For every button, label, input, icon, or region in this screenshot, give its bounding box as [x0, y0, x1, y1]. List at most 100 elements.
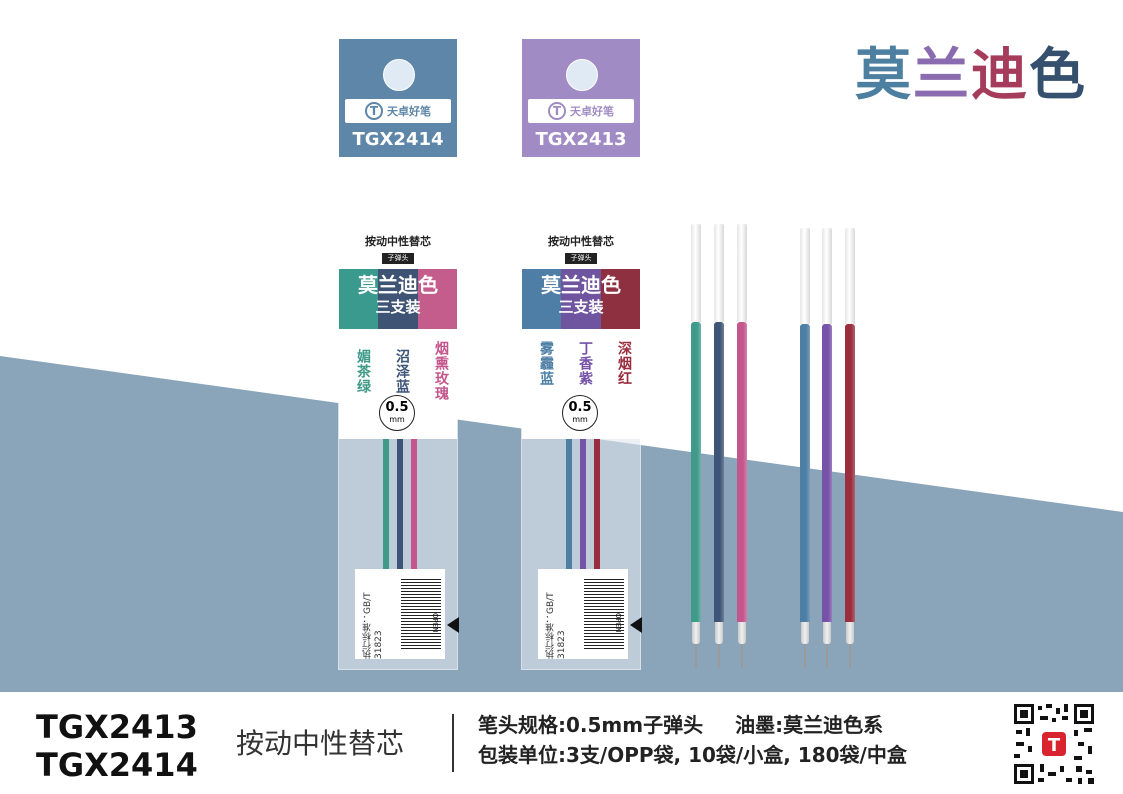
color-name: 沼泽蓝: [394, 348, 410, 394]
refill-joint: [846, 622, 854, 644]
spec-tip: 笔头规格:0.5mm子弹头: [478, 713, 704, 737]
stripe: [561, 269, 601, 329]
stripe-text: 莫兰迪色 三支装: [522, 273, 640, 317]
hang-hole: [566, 59, 598, 91]
hang-hole: [383, 59, 415, 91]
color-name: 深烟红: [616, 341, 632, 386]
mini-refill: [580, 439, 586, 589]
color-name: 雾霾蓝: [538, 341, 554, 386]
refill-joint: [692, 622, 700, 644]
brand-bar: T 天卓好笔: [528, 99, 634, 123]
refill-cap: [737, 224, 747, 322]
model-codes: TGX2413 TGX2414: [36, 708, 198, 784]
refill-joint: [715, 622, 723, 644]
barcode-label: 执行标准：GB/T 31823: [538, 569, 628, 659]
package-header: T 天卓好笔 TGX2413: [522, 39, 640, 157]
package-window: 执行标准：GB/T 31823: [339, 439, 457, 669]
tip-tag: 子弹头: [565, 253, 597, 264]
page-title: 莫兰迪色: [855, 30, 1087, 111]
stripe: [417, 269, 457, 329]
size-value: 0.5: [568, 400, 592, 415]
refill-tip: [741, 644, 743, 668]
mini-refill: [411, 439, 417, 589]
color-name: 丁香紫: [577, 341, 593, 386]
title-char: 色: [1029, 43, 1087, 108]
refill-tube: [800, 324, 810, 622]
color-names: 媚茶绿 沼泽蓝 烟熏玫瑰: [345, 341, 451, 401]
refill-tube: [691, 322, 701, 622]
tip-tag: 子弹头: [382, 253, 414, 264]
package-header: T 天卓好笔 TGX2414: [339, 39, 457, 157]
refill-tube: [845, 324, 855, 622]
brand-name: 天卓好笔: [570, 105, 614, 118]
product-name: 按动中性替芯: [236, 727, 405, 760]
refill-joint: [823, 622, 831, 644]
refill-tip: [849, 644, 851, 668]
open-text: OPEN: [431, 613, 439, 633]
open-text: OPEN: [614, 613, 622, 633]
package-tgx2413: T 天卓好笔 TGX2413 按动中性替芯 子弹头 莫兰迪色 三支装 雾霾蓝 丁…: [521, 38, 642, 670]
refill-tip: [718, 644, 720, 668]
open-arrow-icon: [447, 617, 459, 633]
card-title: 按动中性替芯: [365, 235, 431, 248]
refill-cap: [800, 228, 810, 324]
stripe-line-2: 三支装: [375, 298, 421, 316]
refill-navy: [714, 224, 724, 670]
refill-joint: [801, 622, 809, 644]
mini-refill: [397, 439, 403, 589]
refill-rose: [737, 224, 747, 670]
standard-text: 执行标准：GB/T 31823: [546, 592, 567, 659]
size-badge: 0.5 mm: [562, 395, 598, 431]
size-unit: mm: [572, 415, 588, 424]
refill-tip: [804, 644, 806, 668]
title-char: 莫: [855, 43, 913, 108]
divider: [452, 714, 454, 772]
qr-code: T: [1012, 702, 1096, 786]
size-badge: 0.5 mm: [379, 395, 415, 431]
stripe: [378, 269, 418, 329]
brand-logo-icon: T: [548, 102, 566, 120]
size-unit: mm: [389, 415, 405, 424]
spec-ink: 油墨:莫兰迪色系: [735, 713, 884, 737]
refill-joint: [738, 622, 746, 644]
stripe-text: 莫兰迪色 三支装: [339, 273, 457, 317]
refill-cap: [714, 224, 724, 322]
package-tgx2414: T 天卓好笔 TGX2414 按动中性替芯 子弹头 莫兰迪色 三支装 媚茶绿 沼…: [338, 38, 459, 670]
refill-teal: [691, 224, 701, 670]
refill-deep-red: [845, 228, 855, 670]
refill-cap: [822, 228, 832, 324]
refill-tip: [826, 644, 828, 668]
refill-cap: [691, 224, 701, 322]
brand-logo-icon: T: [365, 102, 383, 120]
mini-refill: [566, 439, 572, 589]
brand-bar: T 天卓好笔: [345, 99, 451, 123]
color-stripes: [522, 269, 640, 329]
refill-tip: [695, 644, 697, 668]
package-model: TGX2414: [352, 129, 444, 150]
color-stripes: [339, 269, 457, 329]
color-name: 烟熏玫瑰: [433, 341, 449, 401]
barcode-label: 执行标准：GB/T 31823: [355, 569, 445, 659]
package-card: 按动中性替芯 子弹头 莫兰迪色 三支装 雾霾蓝 丁香紫 深烟红 0.5 mm: [522, 225, 640, 439]
package-model: TGX2413: [535, 129, 627, 150]
footer: TGX2413 TGX2414 按动中性替芯 笔头规格:0.5mm子弹头 油墨:莫…: [0, 692, 1123, 794]
stripe: [522, 269, 562, 329]
package-window: 执行标准：GB/T 31823: [522, 439, 640, 669]
title-char: 迪: [971, 43, 1029, 108]
open-arrow-icon: [630, 617, 642, 633]
model-code: TGX2413: [36, 708, 198, 746]
refill-cap: [845, 228, 855, 324]
specs: 笔头规格:0.5mm子弹头油墨:莫兰迪色系 包装单位:3支/OPP袋, 10袋/…: [478, 710, 907, 770]
stripe-line-1: 莫兰迪色: [358, 273, 438, 297]
refill-lilac: [822, 228, 832, 670]
stripe-line-2: 三支装: [558, 298, 604, 316]
refill-tube: [822, 324, 832, 622]
refill-haze-blue: [800, 228, 810, 670]
stripe: [339, 269, 379, 329]
brand-name: 天卓好笔: [387, 105, 431, 118]
model-code: TGX2414: [36, 746, 198, 784]
barcode: [401, 577, 441, 649]
size-value: 0.5: [385, 400, 409, 415]
mini-refill: [383, 439, 389, 589]
stripe-line-1: 莫兰迪色: [541, 273, 621, 297]
